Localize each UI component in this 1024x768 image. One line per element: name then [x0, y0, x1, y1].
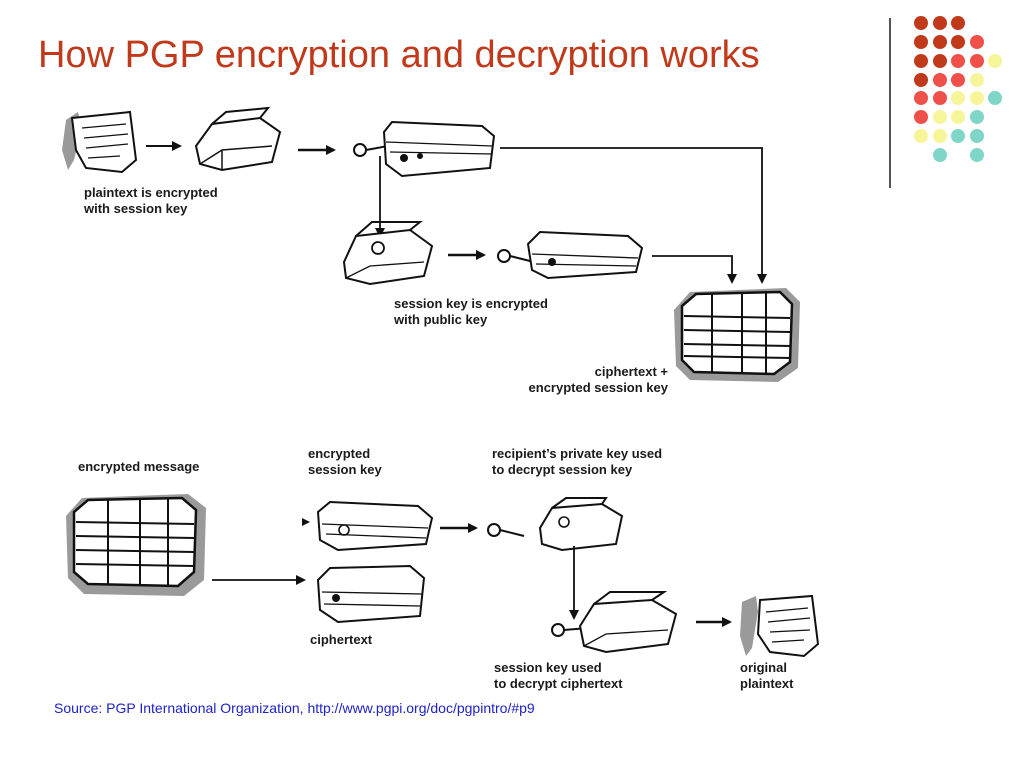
encrypted-message-bundle-icon	[66, 494, 206, 596]
label-line: ciphertext +	[594, 364, 668, 379]
session-key-icon	[353, 143, 389, 157]
label-line: with session key	[84, 201, 188, 216]
label-line: with public key	[394, 312, 488, 327]
label-line: to decrypt ciphertext	[494, 676, 623, 691]
label-encrypted-session-key: encrypted session key	[308, 446, 382, 478]
label-line: session key used	[494, 660, 602, 675]
label-private-key-used: recipient’s private key used to decrypt …	[492, 446, 662, 478]
label-line: session key	[308, 462, 382, 477]
label-line: recipient’s private key used	[492, 446, 663, 461]
open-ciphertext-box-icon	[578, 591, 678, 654]
slide-title: How PGP encryption and decryption works	[38, 34, 760, 76]
open-box-icon	[194, 106, 282, 172]
locked-key-box-icon	[526, 230, 644, 280]
label-encrypted-message: encrypted message	[78, 459, 200, 474]
private-key-icon	[487, 523, 525, 537]
small-arrow-mark	[302, 518, 310, 526]
locked-box-icon	[382, 120, 496, 178]
label-original-plaintext: original plaintext	[740, 660, 793, 692]
line-box-to-ciphertext	[500, 147, 767, 284]
encrypted-session-key-box-icon	[316, 500, 434, 552]
original-plaintext-document-icon	[740, 594, 820, 658]
label-ciphertext: ciphertext	[310, 632, 373, 647]
label-line: encrypted session key	[528, 380, 668, 395]
label-line: to decrypt session key	[492, 462, 633, 477]
label-session-key-encrypted: session key is encrypted with public key	[394, 296, 548, 328]
decrypted-session-key-box-icon	[538, 497, 624, 552]
label-line: original	[740, 660, 787, 675]
label-session-key-used: session key used to decrypt ciphertext	[494, 660, 623, 692]
label-plaintext-encrypted: plaintext is encrypted with session key	[84, 185, 218, 217]
label-line: session key is encrypted	[394, 296, 548, 311]
label-line: plaintext	[740, 676, 794, 691]
label-line: encrypted	[308, 446, 371, 461]
divider-line	[889, 18, 891, 188]
label-ciphertext-plus-key: ciphertext + encrypted session key	[470, 364, 668, 396]
plaintext-document-icon	[62, 110, 138, 174]
source-citation: Source: PGP International Organization, …	[54, 700, 535, 716]
ciphertext-box-icon	[316, 564, 426, 624]
ciphertext-bundle-icon	[674, 288, 800, 382]
label-line: plaintext is encrypted	[84, 185, 218, 200]
line-keybox-to-ciphertext	[652, 255, 737, 284]
open-key-box-icon	[342, 221, 434, 286]
